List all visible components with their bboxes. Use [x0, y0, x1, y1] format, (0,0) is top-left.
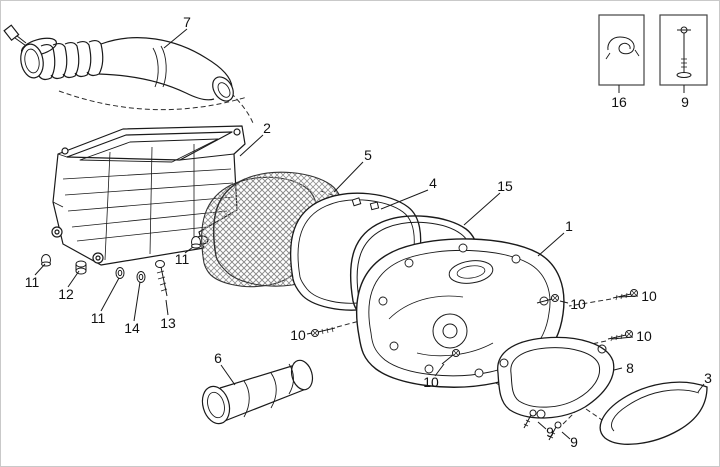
- screw-13: [155, 260, 168, 297]
- callout-part-8: 8: [626, 360, 634, 376]
- clip-16-icon: [605, 36, 640, 60]
- callout-part-7: 7: [183, 14, 191, 30]
- callout-part-11-left: 11: [24, 274, 40, 290]
- nut-11-c: [191, 236, 201, 249]
- callout-part-4: 4: [429, 175, 437, 191]
- screw-9-b: [548, 421, 562, 441]
- callout-part-5: 5: [364, 147, 372, 163]
- callout-part-10-bottom: 10: [423, 374, 439, 390]
- screws-10: [311, 289, 638, 365]
- screw-10-mid: [536, 294, 559, 304]
- inset-part-16-box: [598, 14, 645, 86]
- washer-11-b: [115, 267, 125, 279]
- screw-10-left: [311, 326, 336, 337]
- nut-11-a: [41, 254, 51, 267]
- part-3-cover-trim-drawing: [599, 381, 708, 445]
- callout-part-12: 12: [58, 286, 74, 302]
- callout-part-1: 1: [565, 218, 573, 234]
- screws-9-lower: [523, 409, 562, 441]
- callout-part-2: 2: [263, 120, 271, 136]
- spacer-12: [75, 260, 87, 275]
- callout-part-13: 13: [160, 315, 176, 331]
- callout-part-6: 6: [214, 350, 222, 366]
- callout-part-9-lower-right: 9: [570, 434, 578, 450]
- callout-part-11-right: 11: [174, 251, 190, 267]
- inset-part-9-box: [659, 14, 708, 86]
- callout-part-3: 3: [704, 370, 712, 386]
- callout-part-10-right-lower: 10: [636, 328, 652, 344]
- callout-part-10-right-upper: 10: [641, 288, 657, 304]
- callout-part-11-mid: 11: [90, 310, 106, 326]
- part-6-drain-duct-drawing: [201, 359, 314, 425]
- callout-part-16: 16: [611, 94, 627, 110]
- screw-10-right-lower: [607, 330, 633, 342]
- callout-part-10-mid: 10: [570, 296, 586, 312]
- callout-leader-lines: [34, 28, 705, 440]
- callout-part-9-inset: 9: [681, 94, 689, 110]
- screw-10-bottom: [441, 349, 460, 365]
- hardware-fasteners-left: [41, 236, 201, 297]
- washer-14: [136, 271, 146, 283]
- callout-part-14: 14: [124, 320, 140, 336]
- screw-9-icon: [676, 26, 692, 78]
- screw-9-a: [523, 409, 537, 429]
- part-7-intake-duct-drawing: [3, 24, 234, 102]
- callout-part-10-left: 10: [290, 327, 306, 343]
- part-8-support-bracket-drawing: [497, 336, 615, 419]
- screw-10-right-upper: [612, 289, 638, 301]
- callout-part-15: 15: [497, 178, 513, 194]
- part-2-airbox-housing-drawing: [51, 125, 246, 266]
- callout-part-9-lower-left: 9: [546, 424, 554, 440]
